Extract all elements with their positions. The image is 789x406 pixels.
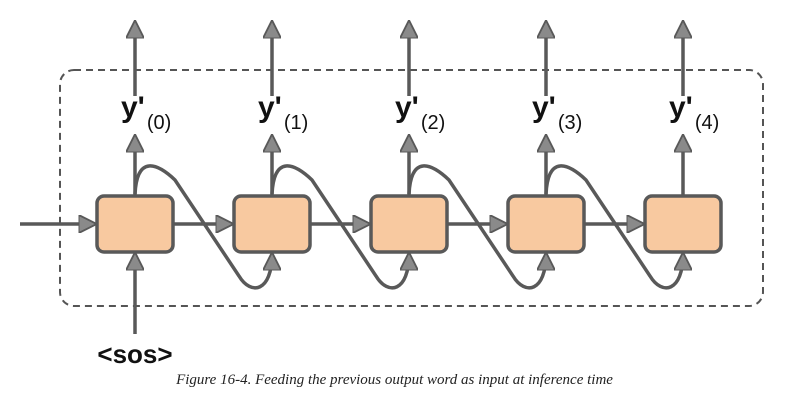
rnn-cell-3 xyxy=(506,194,586,254)
rnn-cell-2 xyxy=(369,194,449,254)
output-label-subscript: (1) xyxy=(284,112,308,134)
output-label-main: y' xyxy=(258,91,282,124)
output-label-2: y'(2) xyxy=(395,91,445,134)
rnn-cell-4 xyxy=(643,194,723,254)
output-label-3: y'(3) xyxy=(532,91,582,134)
sos-token-label: <sos> xyxy=(97,339,172,369)
figure-caption: Figure 16-4. Feeding the previous output… xyxy=(176,372,613,388)
output-label-subscript: (4) xyxy=(695,112,719,134)
dashed-unroll-border xyxy=(59,69,764,307)
output-label-subscript: (0) xyxy=(147,112,171,134)
output-label-main: y' xyxy=(532,91,556,124)
rnn-cell-1 xyxy=(232,194,312,254)
output-label-subscript: (2) xyxy=(421,112,445,134)
output-label-main: y' xyxy=(669,91,693,124)
feedback-arrow-2 xyxy=(407,164,546,290)
feedback-arrow-0 xyxy=(133,164,272,290)
output-label-main: y' xyxy=(121,91,145,124)
output-label-4: y'(4) xyxy=(669,91,719,134)
output-label-subscript: (3) xyxy=(558,112,582,134)
output-label-0: y'(0) xyxy=(121,91,171,134)
rnn-cell-0 xyxy=(95,194,175,254)
output-label-main: y' xyxy=(395,91,419,124)
output-label-1: y'(1) xyxy=(258,91,308,134)
feedback-arrow-1 xyxy=(270,164,409,290)
feedback-arrow-3 xyxy=(544,164,683,290)
